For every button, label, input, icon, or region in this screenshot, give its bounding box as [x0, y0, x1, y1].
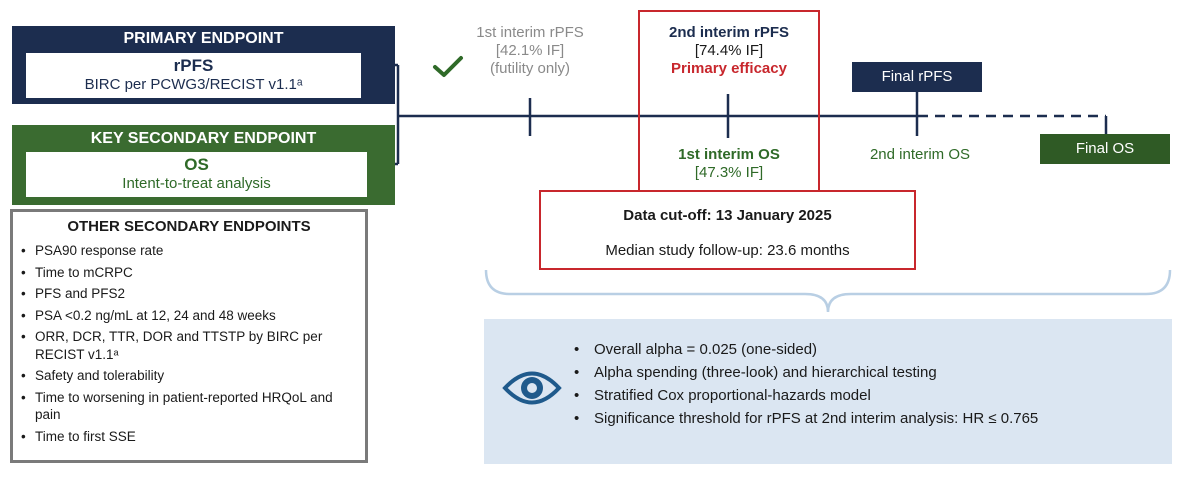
list-item: Time to mCRPC: [21, 264, 361, 282]
curly-brace: [484, 269, 1172, 313]
primary-endpoint-detail: BIRC per PCWG3/RECIST v1.1ᵃ: [84, 76, 303, 93]
interim2-note: Primary efficacy: [671, 60, 787, 77]
list-item: ORR, DCR, TTR, DOR and TTSTP by BIRC per…: [21, 328, 361, 363]
data-cutoff-box: Data cut-off: 13 January 2025 Median stu…: [539, 190, 916, 270]
primary-endpoint-content: rPFS BIRC per PCWG3/RECIST v1.1ᵃ: [26, 53, 361, 98]
list-item: Alpha spending (three-look) and hierarch…: [570, 364, 1160, 382]
interim2-rpfs-label: 2nd interim rPFS [74.4% IF] Primary effi…: [640, 24, 818, 78]
data-cutoff-title: Data cut-off: 13 January 2025: [623, 207, 832, 224]
list-item: Time to worsening in patient-reported HR…: [21, 389, 361, 424]
list-item: PFS and PFS2: [21, 285, 361, 303]
list-item: Significance threshold for rPFS at 2nd i…: [570, 410, 1160, 428]
interim2-if: [74.4% IF]: [694, 42, 764, 59]
key-secondary-endpoint-box: KEY SECONDARY ENDPOINT OS Intent-to-trea…: [12, 125, 395, 205]
interim1-if: [42.1% IF]: [495, 42, 565, 59]
key-secondary-endpoint-header: KEY SECONDARY ENDPOINT: [90, 130, 317, 147]
final-os-badge: Final OS: [1040, 134, 1170, 164]
os1-if: [47.3% IF]: [694, 164, 764, 181]
key-secondary-endpoint-name: OS: [184, 155, 209, 174]
primary-endpoint-box: PRIMARY ENDPOINT rPFS BIRC per PCWG3/REC…: [12, 26, 395, 104]
other-secondary-endpoints-header: OTHER SECONDARY ENDPOINTS: [67, 218, 311, 235]
checkmark-icon: [432, 54, 464, 87]
interim1-rpfs-label: 1st interim rPFS [42.1% IF] (futility on…: [445, 24, 615, 78]
list-item: Time to first SSE: [21, 428, 361, 446]
followup-text: Median study follow-up: 23.6 months: [605, 242, 850, 259]
key-secondary-endpoint-content: OS Intent-to-treat analysis: [26, 152, 367, 197]
final-rpfs-badge: Final rPFS: [852, 62, 982, 92]
eye-icon: [502, 365, 562, 411]
list-item: Safety and tolerability: [21, 367, 361, 385]
other-secondary-endpoints-box: OTHER SECONDARY ENDPOINTS PSA90 response…: [10, 209, 368, 463]
interim1-os-label: 1st interim OS [47.3% IF]: [640, 146, 818, 182]
key-secondary-endpoint-detail: Intent-to-treat analysis: [122, 175, 271, 192]
other-secondary-endpoints-list: PSA90 response rate Time to mCRPC PFS an…: [21, 242, 361, 449]
interim1-title: 1st interim rPFS: [476, 24, 584, 41]
list-item: PSA <0.2 ng/mL at 12, 24 and 48 weeks: [21, 307, 361, 325]
list-item: Stratified Cox proportional-hazards mode…: [570, 387, 1160, 405]
primary-endpoint-name: rPFS: [173, 56, 214, 75]
list-item: Overall alpha = 0.025 (one-sided): [570, 341, 1160, 359]
interim2-os-label: 2nd interim OS: [869, 146, 971, 163]
list-item: PSA90 response rate: [21, 242, 361, 260]
statistical-info-list: Overall alpha = 0.025 (one-sided) Alpha …: [570, 341, 1160, 433]
statistical-info-panel: Overall alpha = 0.025 (one-sided) Alpha …: [484, 319, 1172, 464]
interim1-note: (futility only): [489, 60, 571, 77]
interim2-title: 2nd interim rPFS: [668, 24, 790, 41]
primary-endpoint-header: PRIMARY ENDPOINT: [123, 30, 284, 47]
os1-title: 1st interim OS: [678, 146, 780, 163]
